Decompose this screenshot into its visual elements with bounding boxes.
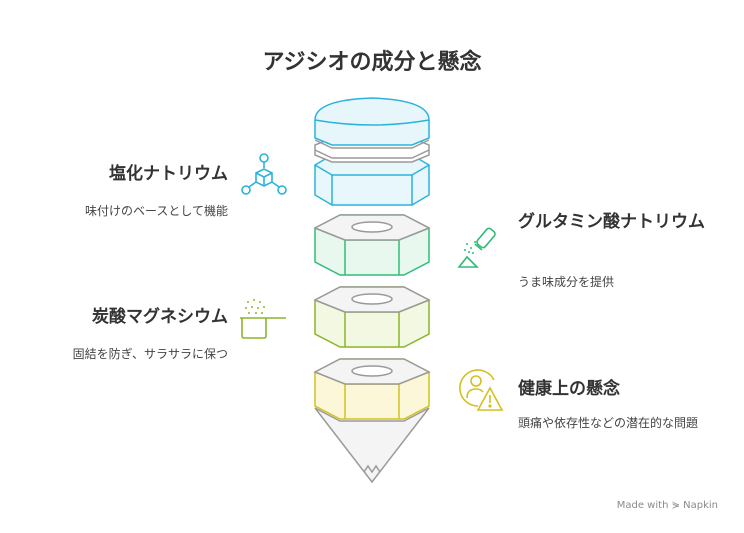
layer-health-concerns — [313, 358, 431, 484]
measuring-scoop-icon — [240, 299, 286, 339]
napkin-watermark: Made with ⋟ Napkin — [616, 500, 718, 511]
item-label-sodium-chloride: 塩化ナトリウム — [109, 164, 228, 184]
item-desc-sodium-chloride: 味付けのベースとして機能 — [84, 204, 228, 218]
item-desc-msg: うま味成分を提供 — [518, 275, 615, 289]
user-warning-icon — [459, 369, 504, 411]
item-label-magnesium-carbonate: 炭酸マグネシウム — [92, 307, 228, 327]
item-label-msg: グルタミン酸ナトリウム — [518, 212, 705, 232]
layer-magnesium-carbonate — [313, 286, 431, 348]
layer-sodium-chloride — [314, 97, 430, 206]
page-title: アジシオの成分と懸念 — [262, 50, 482, 75]
item-label-health-concerns: 健康上の懸念 — [518, 379, 620, 399]
item-desc-health-concerns: 頭痛や依存性などの潜在的な問題 — [518, 416, 699, 430]
item-desc-magnesium-carbonate: 固結を防ぎ、サラサラに保つ — [72, 347, 228, 361]
molecule-icon — [241, 153, 287, 195]
salt-shaker-icon — [457, 227, 496, 268]
layer-msg — [313, 214, 431, 276]
